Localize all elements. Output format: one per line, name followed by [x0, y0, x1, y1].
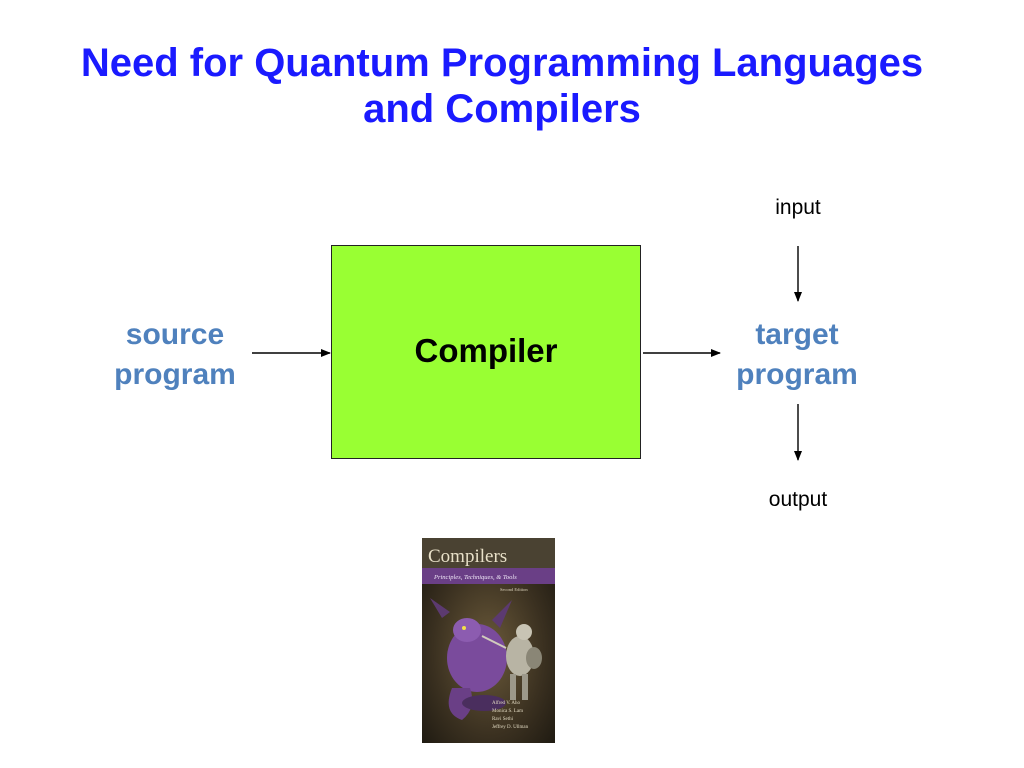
dragon-illustration [430, 598, 512, 720]
target-program-line-1: target [755, 318, 839, 351]
compiler-box: Compiler [331, 245, 641, 459]
source-program-line-1: source [125, 318, 225, 351]
input-label: input [775, 196, 821, 219]
book-author-4: Jeffrey D. Ullman [492, 725, 529, 730]
compiler-label: Compiler [414, 332, 558, 369]
book-author-3: Ravi Sethi [492, 717, 514, 722]
book-title: Compilers [428, 546, 507, 567]
target-program-label: target program [722, 315, 872, 395]
book-authors: Alfred V. Aho Monica S. Lam Ravi Sethi J… [492, 701, 529, 730]
book-author-2: Monica S. Lam [492, 709, 523, 714]
compilers-book-cover-image: Compilers Principles, Techniques, & Tool… [422, 538, 555, 743]
book-subtitle-band [422, 568, 555, 584]
slide-title: Need for Quantum Programming Languages a… [0, 40, 1004, 132]
source-program-line-2: program [114, 358, 236, 391]
target-program-line-2: program [736, 358, 858, 391]
slide-title-line-2: and Compilers [363, 87, 641, 131]
book-edition: Second Edition [500, 587, 528, 592]
slide-title-line-1: Need for Quantum Programming Languages [80, 41, 924, 85]
output-label: output [768, 488, 828, 511]
knight-illustration [481, 624, 542, 700]
source-program-label: source program [100, 315, 250, 395]
book-subtitle: Principles, Techniques, & Tools [433, 574, 517, 581]
book-author-1: Alfred V. Aho [492, 701, 521, 706]
